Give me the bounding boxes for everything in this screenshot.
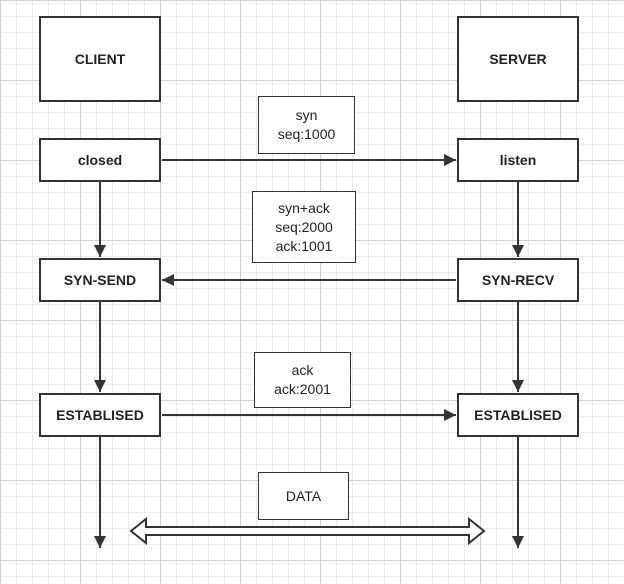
syn-ack-message-line: ack:1001	[275, 237, 333, 254]
client-syn-send-label: SYN-SEND	[63, 272, 137, 288]
client-entity-label: CLIENT	[74, 51, 126, 67]
client-closed-label: closed	[77, 152, 123, 168]
data-message-line: DATA	[285, 487, 322, 504]
server-listen-state: listen	[457, 138, 579, 182]
ack-message-label: ack ack:2001	[254, 352, 351, 408]
client-established-state: ESTABLISED	[39, 393, 161, 437]
ack-message-line: ack:2001	[274, 381, 331, 397]
server-listen-label: listen	[499, 152, 537, 168]
syn-ack-message-line: syn+ack	[278, 199, 330, 216]
syn-message-line: syn	[295, 107, 318, 123]
client-syn-send-state: SYN-SEND	[39, 258, 161, 302]
server-established-state: ESTABLISED	[457, 393, 579, 437]
syn-ack-message-label: syn+ack seq:2000 ack:1001	[252, 191, 356, 263]
ack-message-line: ack	[291, 362, 314, 378]
server-syn-recv-state: SYN-RECV	[457, 258, 579, 302]
data-message-label: DATA	[258, 472, 349, 520]
syn-ack-message-line: seq:2000	[275, 218, 333, 235]
server-entity-box: SERVER	[457, 16, 579, 102]
syn-message-label: syn seq:1000	[258, 96, 355, 154]
client-closed-state: closed	[39, 138, 161, 182]
client-established-label: ESTABLISED	[56, 407, 144, 423]
server-syn-recv-label: SYN-RECV	[481, 272, 555, 288]
server-established-label: ESTABLISED	[474, 407, 562, 423]
syn-message-line: seq:1000	[277, 126, 336, 142]
data-double-arrow	[129, 516, 486, 546]
server-entity-label: SERVER	[489, 51, 547, 67]
client-entity-box: CLIENT	[39, 16, 161, 102]
